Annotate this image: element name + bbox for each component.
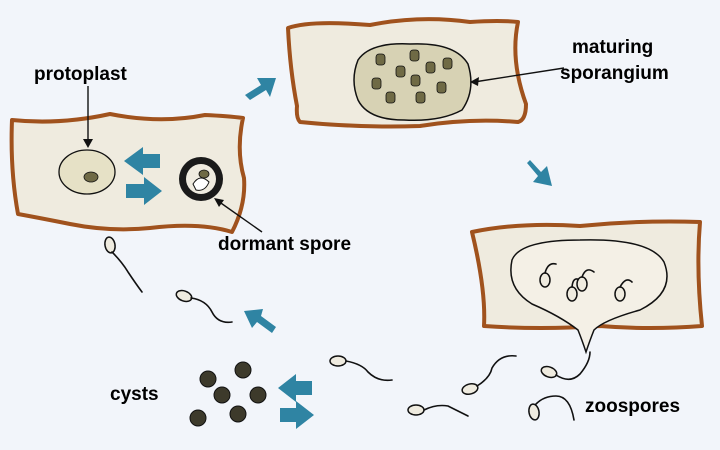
dormant-spore-pointer <box>217 200 263 233</box>
cysts-cluster <box>189 361 267 427</box>
label-protoplast: protoplast <box>34 64 128 85</box>
arrow-from-cysts <box>280 401 314 429</box>
arrow-to-protoplast <box>124 147 160 175</box>
arrow-top-to-right <box>527 160 552 186</box>
dormant-spore <box>179 157 223 201</box>
label-cysts: cysts <box>110 384 159 405</box>
swimming-zoospores <box>104 236 591 421</box>
host-cell-top <box>286 17 565 129</box>
protoplast <box>58 149 116 195</box>
sporangium-pointer <box>473 67 565 83</box>
arrow-swim-to-cell <box>244 309 276 333</box>
internal-zoospores <box>539 262 633 302</box>
host-cell-right <box>470 219 704 355</box>
label-maturing: maturing <box>572 37 653 58</box>
label-sporangium: sporangium <box>560 63 669 84</box>
discharge-vesicle <box>510 239 668 355</box>
arrow-to-cysts <box>278 374 312 402</box>
label-zoospores: zoospores <box>585 396 680 417</box>
arrow-left-to-top <box>245 78 276 100</box>
arrow-to-dormant-spore <box>126 177 162 205</box>
sporangium-spores <box>371 49 453 104</box>
protoplast-nucleus <box>83 171 99 183</box>
host-cell-left <box>9 112 247 234</box>
label-dormant-spore: dormant spore <box>218 234 351 255</box>
